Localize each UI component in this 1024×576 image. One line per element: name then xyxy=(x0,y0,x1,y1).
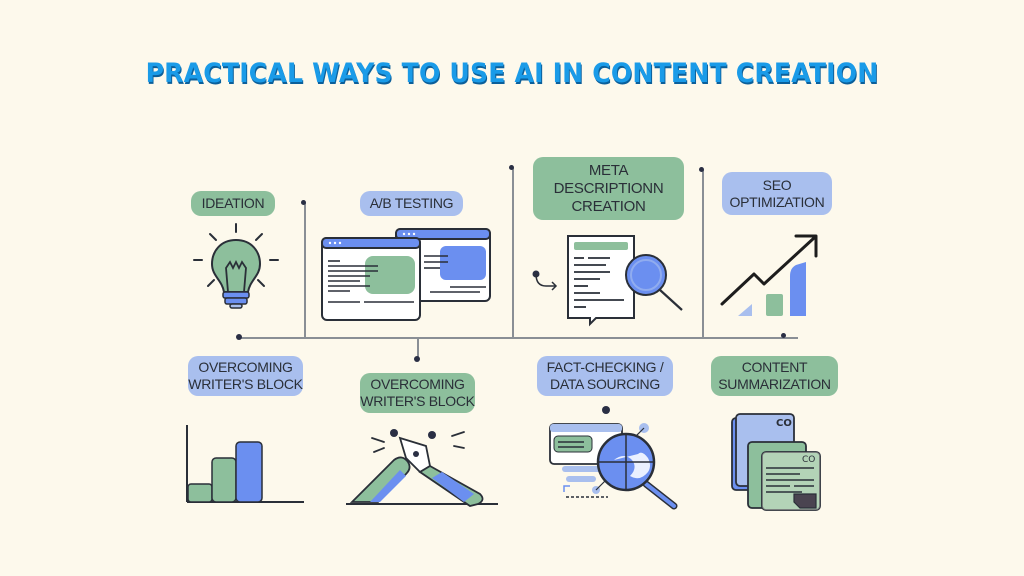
label-fact-checking: FACT-CHECKING / DATA SOURCING xyxy=(537,356,673,396)
connector-dot xyxy=(699,167,704,172)
svg-text:CO: CO xyxy=(776,418,792,429)
label-meta-description: META DESCRIPTIONN CREATION xyxy=(533,157,684,220)
lightbulb-icon xyxy=(193,223,279,309)
divider-line-1 xyxy=(304,203,306,338)
connector-dot xyxy=(236,334,242,340)
divider-line-3 xyxy=(512,168,514,338)
label-text: META xyxy=(588,161,629,179)
label-ab-testing: A/B TESTING xyxy=(360,191,463,216)
label-text: A/B TESTING xyxy=(369,195,454,211)
label-text: IDEATION xyxy=(201,195,265,211)
label-text: FACT-CHECKING / xyxy=(546,359,664,375)
connector-dot xyxy=(509,165,514,170)
label-text: SUMMARIZATION xyxy=(718,376,831,392)
svg-text:CO: CO xyxy=(802,455,815,465)
label-overcoming-writers-block-1: OVERCOMING WRITER'S BLOCK xyxy=(188,356,303,396)
magnifier-globe-icon xyxy=(549,406,678,510)
connector-dot xyxy=(301,200,306,205)
browser-windows-icon xyxy=(321,228,491,321)
label-text: OVERCOMING xyxy=(198,359,293,375)
label-text: OPTIMIZATION xyxy=(729,193,825,210)
document-search-icon xyxy=(532,235,683,327)
label-text: CONTENT xyxy=(741,359,808,375)
divider-line-2 xyxy=(417,337,419,359)
growth-chart-icon xyxy=(720,234,818,316)
connector-dot xyxy=(781,333,786,338)
label-overcoming-writers-block-2: OVERCOMING WRITER'S BLOCK xyxy=(360,373,475,413)
label-content-summarization: CONTENT SUMMARIZATION xyxy=(711,356,838,396)
fountain-pen-icon xyxy=(346,429,498,507)
label-text: WRITER'S BLOCK xyxy=(188,376,303,392)
label-text: DESCRIPTIONN xyxy=(553,179,664,197)
label-text: WRITER'S BLOCK xyxy=(360,393,475,409)
page-title: PRACTICAL WAYS TO USE AI IN CONTENT CREA… xyxy=(145,58,879,89)
divider-line-4 xyxy=(702,170,704,338)
connector-dot xyxy=(414,356,420,362)
label-text: DATA SOURCING xyxy=(550,376,660,392)
label-text: CREATION xyxy=(571,197,646,215)
stacked-documents-icon: CO CO xyxy=(731,413,821,511)
bar-chart-icon xyxy=(186,425,304,503)
label-text: SEO xyxy=(762,176,792,193)
label-text: OVERCOMING xyxy=(370,376,465,392)
label-seo-optimization: SEO OPTIMIZATION xyxy=(722,172,832,215)
label-ideation: IDEATION xyxy=(191,191,275,216)
timeline-horizontal-line xyxy=(238,337,798,339)
